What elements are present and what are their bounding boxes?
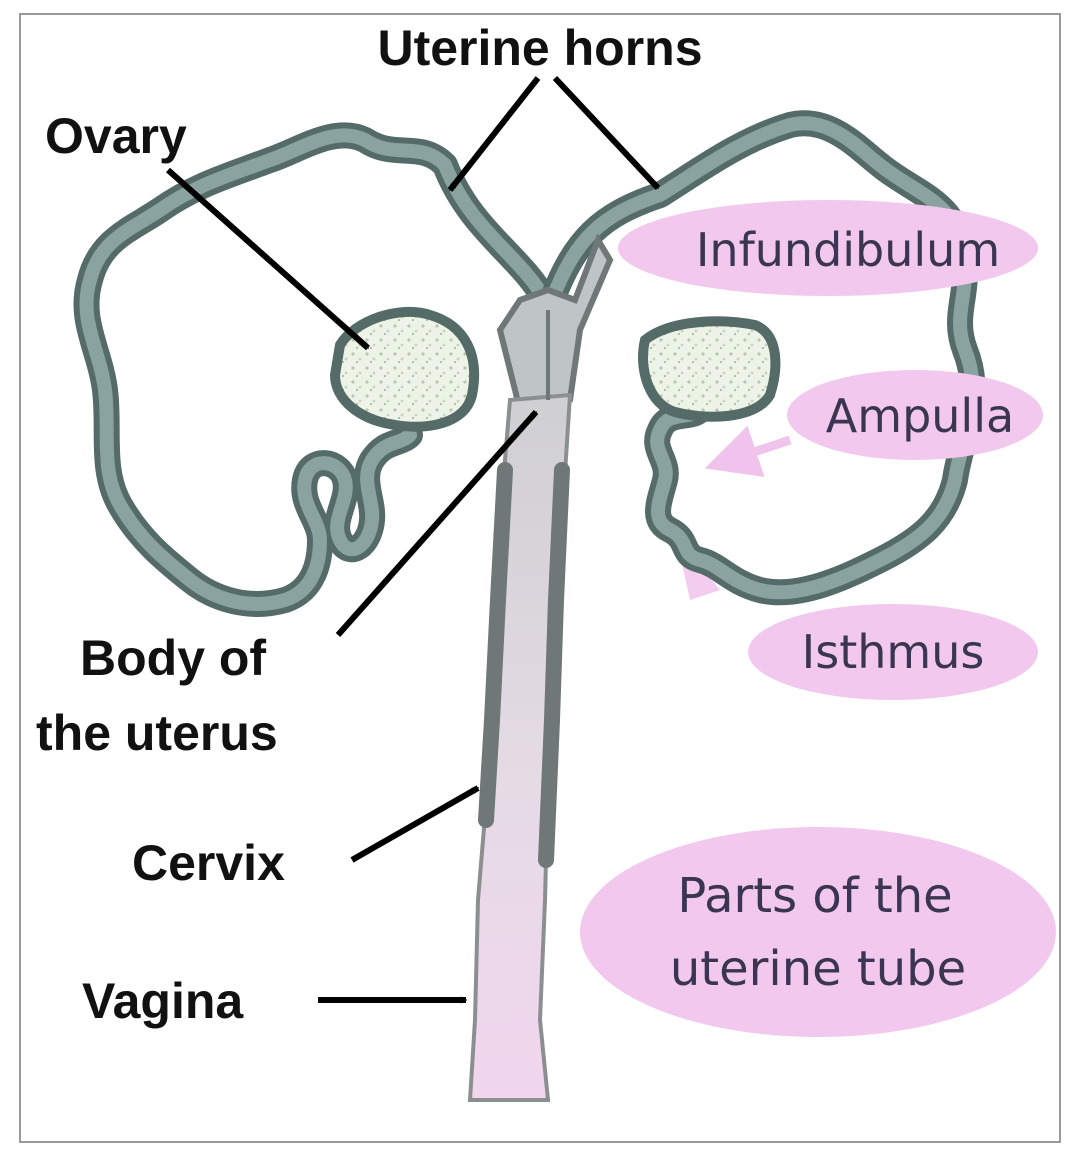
body-of-uterus-label-line1: Body of bbox=[80, 630, 266, 686]
horn-arrow-right bbox=[555, 78, 658, 188]
legend-badge-bg bbox=[580, 827, 1056, 1037]
ampulla-label: Ampulla bbox=[826, 389, 1014, 443]
left-ovary bbox=[335, 312, 474, 427]
ovary-label: Ovary bbox=[45, 108, 187, 164]
right-ovary bbox=[643, 321, 775, 416]
ampulla-pointer bbox=[715, 440, 790, 465]
uterine-horns-label: Uterine horns bbox=[377, 20, 702, 76]
cervix-label: Cervix bbox=[132, 835, 285, 891]
legend-label-line1: Parts of the bbox=[677, 868, 952, 924]
legend-label-line2: uterine tube bbox=[670, 941, 966, 997]
ovary-arrow bbox=[168, 170, 368, 348]
horn-arrow-left bbox=[450, 78, 538, 190]
vagina-label: Vagina bbox=[82, 973, 244, 1029]
cervix-arrow bbox=[352, 788, 478, 860]
isthmus-label: Isthmus bbox=[802, 625, 985, 679]
infundibulum-label: Infundibulum bbox=[696, 223, 1000, 277]
body-of-uterus-label-line2: the uterus bbox=[36, 705, 278, 761]
